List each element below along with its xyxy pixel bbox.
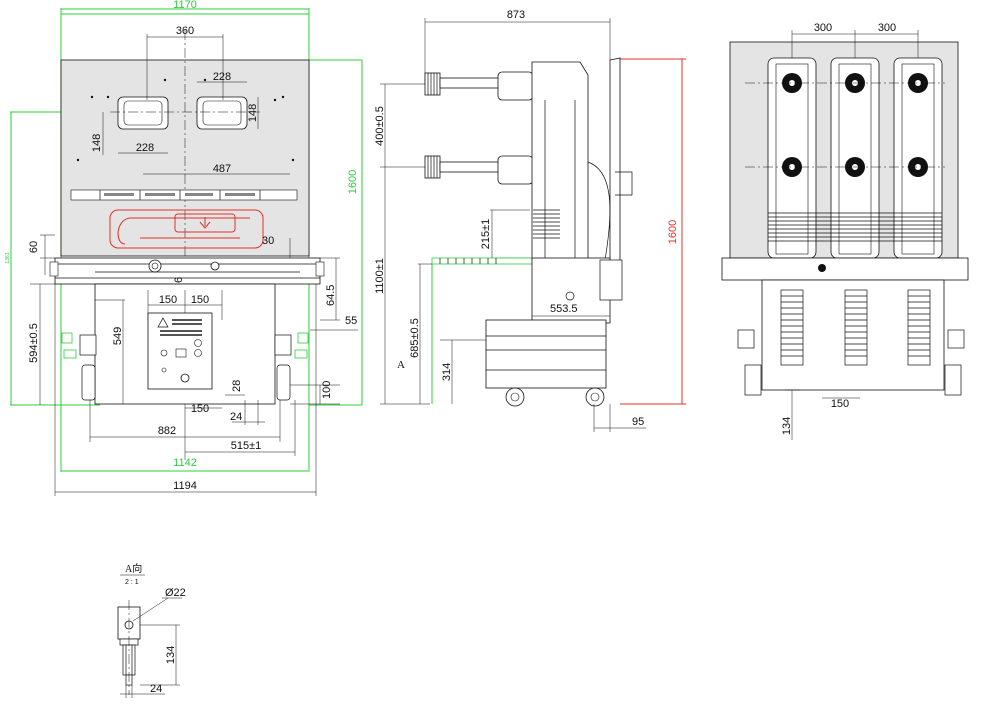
dim-detail-24: 24 bbox=[150, 683, 162, 695]
dim-685: 685±0.5 bbox=[409, 318, 421, 358]
dim-215: 215±1 bbox=[480, 219, 492, 250]
side-mechanism-box bbox=[531, 257, 611, 324]
dim-1100: 1100±1 bbox=[374, 258, 386, 294]
dim-95: 95 bbox=[632, 416, 644, 428]
dim-window-width-right: 228 bbox=[213, 71, 231, 83]
dim-detail-134: 134 bbox=[165, 646, 177, 664]
side-truck bbox=[485, 319, 607, 389]
dim-515: 515±1 bbox=[231, 440, 262, 452]
dim-1142-green: 1142 bbox=[173, 457, 197, 469]
dim-873: 873 bbox=[507, 9, 525, 21]
dim-handle-spacing: 360 bbox=[176, 25, 194, 37]
front-view: 1170 1600 1361 1142 360 bbox=[5, 0, 363, 496]
label-strip bbox=[70, 189, 298, 201]
dim-549: 549 bbox=[112, 327, 124, 345]
side-chassis-rail bbox=[431, 257, 533, 265]
side-rear-plate bbox=[609, 57, 621, 263]
dim-red-1600: 1600 bbox=[667, 220, 679, 244]
dim-diameter: Ø22 bbox=[165, 587, 186, 599]
dim-window-height-left: 148 bbox=[91, 134, 103, 152]
dim-rear-134: 134 bbox=[781, 417, 793, 435]
dim-pitch-right: 300 bbox=[878, 22, 896, 34]
dim-1194: 1194 bbox=[173, 480, 197, 492]
dim-487: 487 bbox=[213, 163, 231, 175]
vent-left bbox=[780, 289, 804, 366]
dim-100: 100 bbox=[321, 381, 333, 399]
front-left-foot bbox=[61, 332, 97, 401]
dim-150-bottom: 150 bbox=[191, 403, 209, 415]
dim-rear-150: 150 bbox=[831, 398, 849, 410]
dim-overall-width-green: 1170 bbox=[173, 0, 197, 11]
detail-view-a: A向 2 : 1 Ø22 134 24 bbox=[117, 562, 186, 698]
pole-a bbox=[767, 57, 817, 259]
front-right-foot bbox=[274, 332, 309, 401]
dim-882: 882 bbox=[158, 425, 176, 437]
dim-594: 594±0.5 bbox=[28, 323, 40, 363]
upper-contact-arm bbox=[424, 72, 441, 96]
rear-view: 300 300 bbox=[721, 22, 969, 440]
vent-right bbox=[907, 289, 931, 366]
rail-bar bbox=[54, 257, 321, 285]
pole-column bbox=[531, 61, 589, 261]
dim-window-height-right: 148 bbox=[247, 104, 259, 122]
dim-window-width-left: 228 bbox=[136, 142, 154, 154]
dim-400: 400±0.5 bbox=[374, 106, 386, 146]
dim-28: 28 bbox=[231, 380, 243, 392]
dim-60: 60 bbox=[28, 241, 40, 253]
dim-150-right: 150 bbox=[191, 294, 209, 306]
pole-b bbox=[830, 57, 880, 259]
lower-contact-arm bbox=[424, 155, 441, 179]
dim-553: 553.5 bbox=[550, 303, 578, 315]
dim-30: 30 bbox=[262, 235, 274, 247]
dim-64-5: 64.5 bbox=[325, 285, 337, 306]
pole-c bbox=[893, 57, 943, 259]
side-view: 873 1600 400±0.5 bbox=[374, 9, 686, 432]
dim-314: 314 bbox=[441, 363, 453, 381]
view-marker-a: A bbox=[397, 359, 405, 371]
dim-150-left: 150 bbox=[159, 294, 177, 306]
dim-overall-height-green: 1600 bbox=[347, 170, 359, 194]
dim-24: 24 bbox=[230, 411, 242, 423]
rear-base-rail bbox=[721, 257, 969, 281]
red-operating-handle bbox=[109, 209, 264, 249]
detail-title: A向 bbox=[125, 562, 142, 575]
dim-6: 6 bbox=[173, 277, 185, 283]
dim-pitch-left: 300 bbox=[814, 22, 832, 34]
dim-55: 55 bbox=[345, 315, 357, 327]
dim-left-green-small: 1361 bbox=[5, 252, 11, 263]
detail-scale: 2 : 1 bbox=[125, 579, 139, 586]
vent-center bbox=[844, 289, 868, 366]
